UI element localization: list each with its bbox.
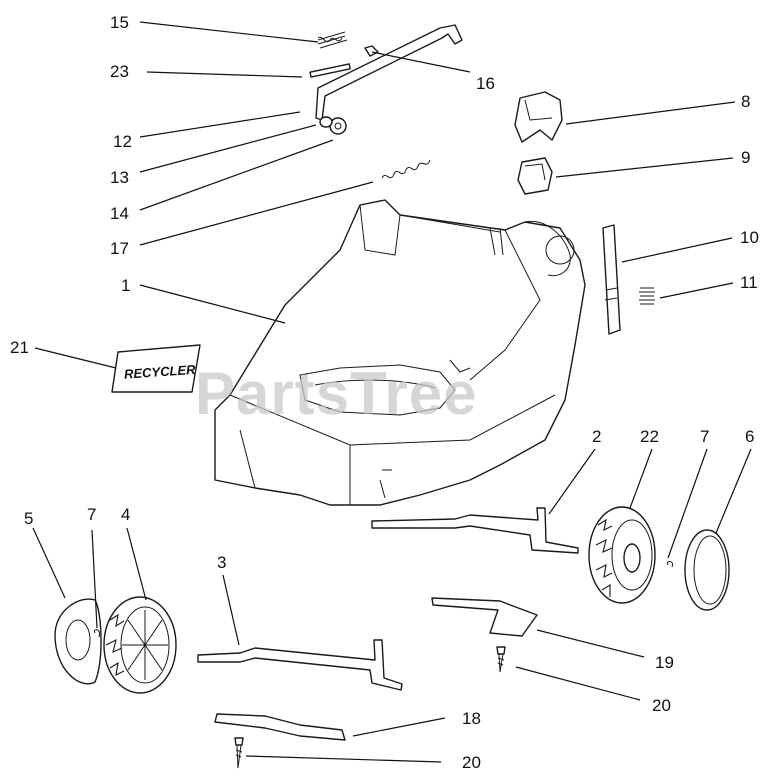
- part-number-labels: 15 23 16 12 13 14 17 8 9 10 11 1 21 2 22…: [10, 13, 759, 772]
- partstree-watermark: PartsTree: [195, 360, 478, 427]
- decal-text: RECYCLER: [124, 362, 197, 382]
- rear-axle-part-2: [371, 507, 579, 554]
- label-part-22: 22: [640, 427, 659, 446]
- label-part-20-lower: 20: [462, 753, 481, 772]
- clip-part-7-left: [93, 629, 101, 638]
- recycler-decal-part-21: RECYCLER: [111, 344, 201, 393]
- label-part-13: 13: [110, 168, 129, 187]
- height-lever-parts-10-11: [602, 224, 655, 335]
- label-part-23: 23: [110, 62, 129, 81]
- front-axle-part-3: [197, 639, 403, 691]
- screw-part-20-upper: [496, 646, 506, 673]
- label-part-11: 11: [740, 273, 758, 292]
- label-part-21: 21: [10, 338, 29, 357]
- label-part-9: 9: [741, 148, 750, 167]
- label-part-5: 5: [24, 509, 33, 528]
- label-part-10: 10: [740, 228, 759, 247]
- label-part-8: 8: [741, 92, 750, 111]
- rear-wheel-part-22: [588, 506, 656, 604]
- hubcap-part-5: [54, 598, 102, 685]
- label-part-14: 14: [110, 204, 129, 223]
- leader-lines: [32, 21, 752, 763]
- label-part-16: 16: [476, 74, 495, 93]
- hubcap-part-6: [684, 529, 730, 611]
- label-part-18: 18: [462, 709, 481, 728]
- label-part-17: 17: [110, 239, 129, 258]
- label-part-20-upper: 20: [652, 696, 671, 715]
- clip-part-7-right: [666, 561, 674, 568]
- label-part-7-left: 7: [87, 505, 96, 524]
- label-part-12: 12: [113, 132, 132, 151]
- label-part-15: 15: [110, 13, 129, 32]
- label-part-2: 2: [592, 427, 601, 446]
- upper-handle-assembly: [309, 24, 463, 179]
- front-wheel-part-4: [103, 596, 177, 694]
- screw-part-20-lower: [234, 737, 244, 769]
- label-part-3: 3: [217, 553, 226, 572]
- label-part-19: 19: [655, 653, 674, 672]
- mower-deck-part-1: [214, 199, 586, 506]
- label-part-7-right: 7: [700, 427, 709, 446]
- bracket-part-19: [431, 597, 538, 637]
- blade-part-18: [214, 713, 346, 741]
- height-adjuster-parts-8-9: [514, 91, 563, 195]
- label-part-4: 4: [121, 505, 130, 524]
- label-part-6: 6: [745, 427, 754, 446]
- label-part-1: 1: [121, 276, 130, 295]
